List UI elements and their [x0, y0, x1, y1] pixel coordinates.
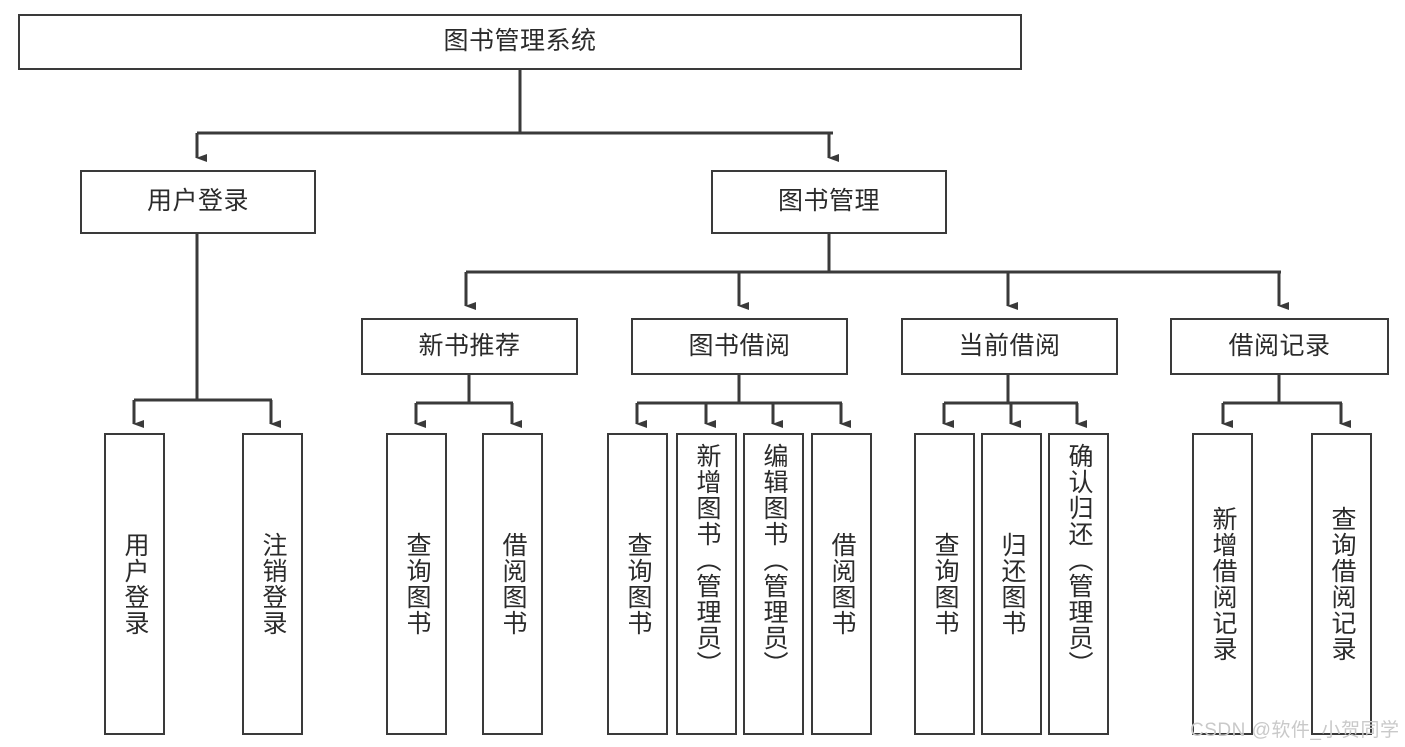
node-borrow-record[interactable]: 借阅记录	[1170, 318, 1389, 375]
leaf-add-record-label: 新增借阅记录	[1209, 506, 1237, 662]
leaf-borrow-book-2-label: 借阅图书	[828, 532, 856, 636]
leaf-edit-book-label: 编辑图书（管理员）	[760, 443, 788, 677]
leaf-query-book-2[interactable]: 查询图书	[607, 433, 668, 735]
leaf-add-book[interactable]: 新增图书（管理员）	[676, 433, 737, 735]
leaf-add-record[interactable]: 新增借阅记录	[1192, 433, 1253, 735]
leaf-query-book-3[interactable]: 查询图书	[914, 433, 975, 735]
node-book-manage-label: 图书管理	[777, 187, 880, 216]
leaf-query-book-1[interactable]: 查询图书	[386, 433, 447, 735]
leaf-query-book-3-label: 查询图书	[931, 532, 959, 636]
leaf-query-book-2-label: 查询图书	[624, 532, 652, 636]
leaf-return-book-label: 归还图书	[998, 532, 1026, 636]
leaf-return-book[interactable]: 归还图书	[981, 433, 1042, 735]
leaf-query-book-1-label: 查询图书	[403, 532, 431, 636]
leaf-user-login[interactable]: 用户登录	[104, 433, 165, 735]
node-borrow-record-label: 借阅记录	[1228, 331, 1331, 360]
leaf-user-login-label: 用户登录	[121, 532, 149, 636]
leaf-borrow-book-1[interactable]: 借阅图书	[482, 433, 543, 735]
node-book-manage[interactable]: 图书管理	[711, 170, 947, 234]
node-new-book-recommend[interactable]: 新书推荐	[361, 318, 578, 375]
leaf-user-logout[interactable]: 注销登录	[242, 433, 303, 735]
node-user-login[interactable]: 用户登录	[80, 170, 316, 234]
leaf-edit-book[interactable]: 编辑图书（管理员）	[743, 433, 804, 735]
csdn-watermark: CSDN @软件_小贺同学	[1190, 720, 1400, 741]
leaf-add-book-label: 新增图书（管理员）	[693, 443, 721, 677]
leaf-query-record-label: 查询借阅记录	[1328, 506, 1356, 662]
node-book-borrow-label: 图书借阅	[688, 331, 791, 360]
leaf-borrow-book-1-label: 借阅图书	[499, 532, 527, 636]
node-current-borrow[interactable]: 当前借阅	[901, 318, 1118, 375]
leaf-confirm-return-label: 确认归还（管理员）	[1065, 443, 1093, 677]
leaf-user-logout-label: 注销登录	[259, 532, 287, 636]
node-new-book-recommend-label: 新书推荐	[418, 331, 521, 360]
node-user-login-label: 用户登录	[146, 187, 249, 216]
node-book-borrow[interactable]: 图书借阅	[631, 318, 848, 375]
leaf-confirm-return[interactable]: 确认归还（管理员）	[1048, 433, 1109, 735]
node-root-label: 图书管理系统	[443, 27, 597, 56]
node-root[interactable]: 图书管理系统	[18, 14, 1022, 70]
leaf-borrow-book-2[interactable]: 借阅图书	[811, 433, 872, 735]
leaf-query-record[interactable]: 查询借阅记录	[1311, 433, 1372, 735]
node-current-borrow-label: 当前借阅	[958, 331, 1061, 360]
